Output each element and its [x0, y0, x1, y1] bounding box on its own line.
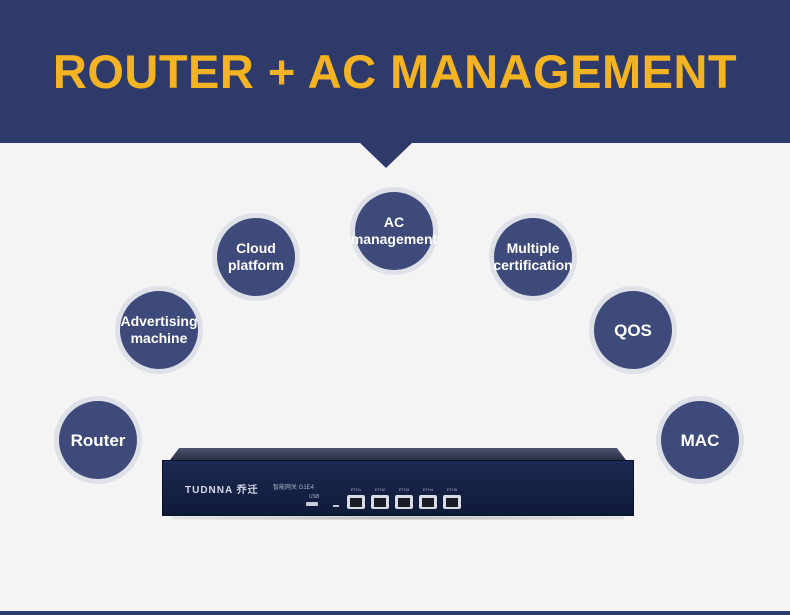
ethernet-port-icon [419, 495, 437, 509]
device-brand: TUDNNA 乔迁 [185, 485, 259, 496]
feature-mac: MAC [656, 396, 744, 484]
feature-label: MAC [661, 401, 739, 479]
bottom-bar [0, 611, 790, 615]
feature-qos: QOS [589, 286, 677, 374]
ethernet-port-icon [443, 495, 461, 509]
page-title: ROUTER + AC MANAGEMENT [52, 45, 738, 98]
ethernet-port-icon [347, 495, 365, 509]
port-label: ETH5 [446, 487, 458, 492]
feature-label: Router [59, 401, 137, 479]
header-pointer [359, 142, 413, 168]
ethernet-port-icon [371, 495, 389, 509]
feature-label: QOS [594, 291, 672, 369]
header-banner [0, 0, 790, 143]
device-shadow [172, 516, 624, 520]
device-front-panel: TUDNNA 乔迁 智能网关 G1E4 USB ETH1 ETH2 ETH3 E… [162, 460, 634, 516]
port-label: ETH1 [350, 487, 362, 492]
device-model-text: 智能网关 G1E4 [273, 485, 315, 491]
port-label: ETH2 [374, 487, 386, 492]
usb-label: USB [309, 494, 320, 500]
port-label: ETH4 [422, 487, 434, 492]
router-device-image: TUDNNA 乔迁 智能网关 G1E4 USB ETH1 ETH2 ETH3 E… [162, 448, 634, 520]
reset-button-icon [333, 505, 339, 507]
feature-router: Router [54, 396, 142, 484]
ethernet-port-icon [395, 495, 413, 509]
port-label: ETH3 [398, 487, 410, 492]
device-top-panel [170, 448, 626, 460]
usb-port-icon [306, 502, 318, 506]
